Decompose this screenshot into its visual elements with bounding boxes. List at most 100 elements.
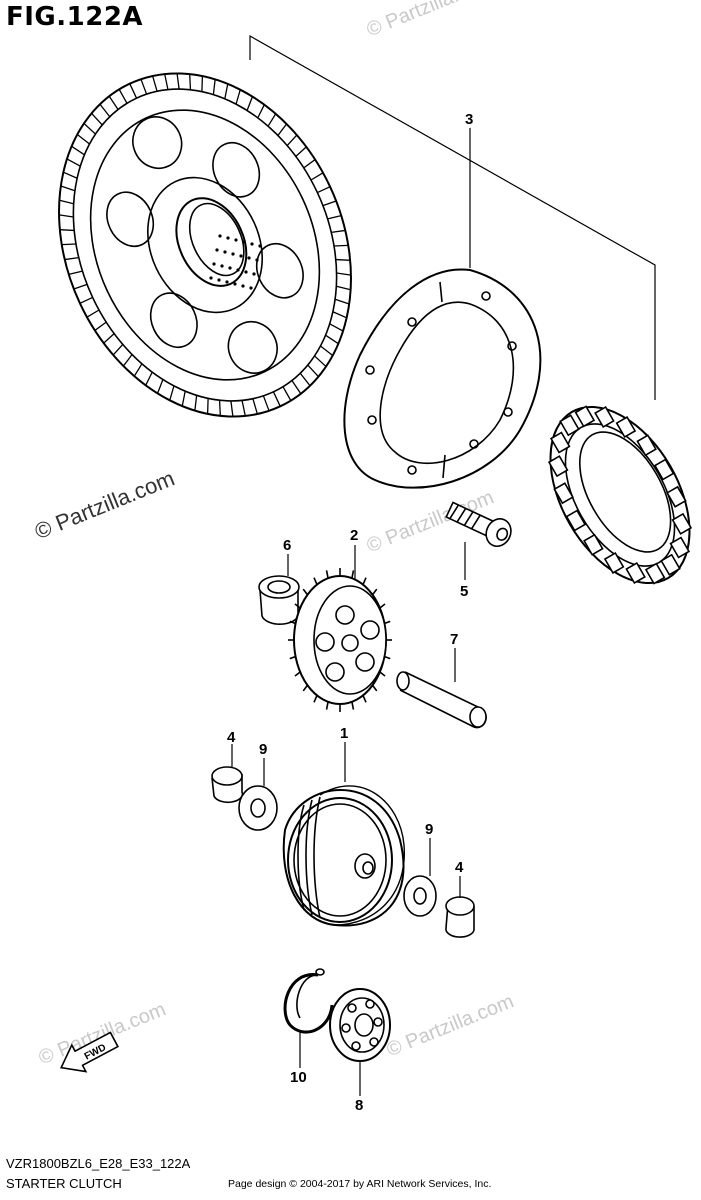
gear-tooth — [83, 122, 96, 135]
gear-tooth — [140, 78, 148, 95]
callout-6: 6 — [283, 537, 291, 554]
gear-tooth — [272, 391, 281, 407]
part-6-bushing — [258, 575, 300, 625]
gear-tooth — [267, 113, 277, 127]
gear-tooth — [91, 112, 103, 126]
callout-1: 1 — [340, 725, 348, 742]
part-1-clutch-assembly — [282, 785, 405, 927]
hub-hole — [255, 258, 259, 262]
gear-tooth — [286, 134, 298, 146]
part-2-idle-gear — [288, 568, 392, 712]
gear-tooth — [257, 104, 265, 119]
clutch-roller — [625, 561, 646, 585]
callout-7: 7 — [450, 631, 458, 648]
gear-tooth — [262, 395, 270, 412]
gear-tooth — [66, 158, 81, 167]
hub-hole — [242, 240, 246, 244]
clutch-roller — [574, 405, 596, 428]
part-10-circlip — [283, 968, 334, 1034]
gear-tooth — [86, 309, 100, 318]
gear-tooth — [325, 334, 339, 345]
gear-tooth — [99, 103, 111, 118]
hub-hole — [209, 276, 213, 280]
clutch-roller — [669, 536, 691, 559]
gear-tooth — [63, 171, 78, 179]
copyright-text: Page design © 2004-2017 by ARI Network S… — [228, 1178, 492, 1190]
gear-tooth — [379, 603, 386, 609]
gear-tooth — [313, 695, 318, 703]
part-9-washer-left — [238, 785, 278, 831]
gear-tooth — [61, 243, 77, 246]
hub-hole — [244, 270, 248, 274]
callout-9-left: 9 — [259, 741, 267, 758]
hub-hole — [228, 266, 232, 270]
gear-tooth — [68, 270, 83, 276]
hub-hole — [250, 242, 254, 246]
gear-tooth — [64, 256, 79, 261]
clutch-roller — [644, 562, 666, 585]
callout-5: 5 — [460, 583, 468, 600]
gear-tooth — [362, 695, 367, 703]
clutch-roller — [565, 509, 587, 532]
part-5-bolt — [445, 501, 512, 548]
gear-tooth — [331, 229, 346, 234]
gear-tooth — [133, 363, 143, 377]
gear-tooth — [291, 380, 302, 395]
gear-tooth — [79, 296, 93, 304]
gear-tooth — [379, 671, 386, 677]
figure-title: FIG.122A — [6, 2, 144, 32]
gear-tooth — [169, 385, 175, 401]
part-4-bushing-left — [211, 766, 244, 804]
gear-tooth — [282, 386, 292, 401]
gear-tooth — [320, 345, 334, 357]
gear-tooth — [299, 372, 311, 387]
gear-tooth — [230, 400, 234, 417]
part-3-spacer-ring — [343, 268, 542, 489]
gear-tooth — [294, 671, 301, 677]
gear-tooth — [164, 73, 169, 90]
clutch-roller — [553, 482, 574, 505]
gear-tooth — [289, 620, 296, 625]
hub-hole — [223, 250, 227, 254]
clutch-roller — [615, 416, 637, 439]
gear-tooth — [60, 185, 76, 192]
gear-tooth — [206, 398, 209, 414]
fwd-arrow: FWD — [59, 1031, 119, 1073]
hub-hole — [239, 254, 243, 258]
hub-hole — [225, 280, 229, 284]
gear-tooth — [59, 199, 74, 205]
hub-hole — [212, 262, 216, 266]
hub-hole — [252, 272, 256, 276]
gear-tooth — [351, 570, 355, 579]
gear-tooth — [371, 684, 378, 692]
gear-tooth — [295, 146, 307, 157]
hub-hole — [258, 244, 262, 248]
gear-tooth — [252, 398, 258, 415]
callout-numbers: 3 6 2 5 7 1 4 9 9 4 10 8 — [227, 111, 473, 1114]
gear-tooth — [334, 298, 350, 305]
gear-tooth — [122, 354, 133, 367]
gear-tooth — [145, 371, 153, 386]
hub-hole — [220, 264, 224, 268]
gear-tooth — [181, 391, 186, 407]
clutch-roller — [594, 405, 615, 429]
gear-tooth — [112, 344, 124, 356]
section-name: STARTER CLUTCH — [6, 1176, 122, 1191]
gear-tooth — [241, 400, 246, 417]
hub-hole — [234, 238, 238, 242]
gear-tooth — [201, 76, 204, 92]
gear-tooth — [332, 311, 347, 319]
clutch-roller — [559, 414, 580, 437]
callout-2: 2 — [350, 527, 358, 544]
gear-tooth — [58, 214, 74, 218]
hub-hole — [231, 252, 235, 256]
hub-hole — [236, 268, 240, 272]
gear-tooth — [333, 244, 349, 247]
gear-tooth — [327, 214, 342, 220]
gear-tooth — [362, 577, 367, 585]
clutch-roller — [636, 434, 657, 457]
gear-tooth — [73, 283, 88, 290]
gear-tooth — [156, 379, 164, 394]
